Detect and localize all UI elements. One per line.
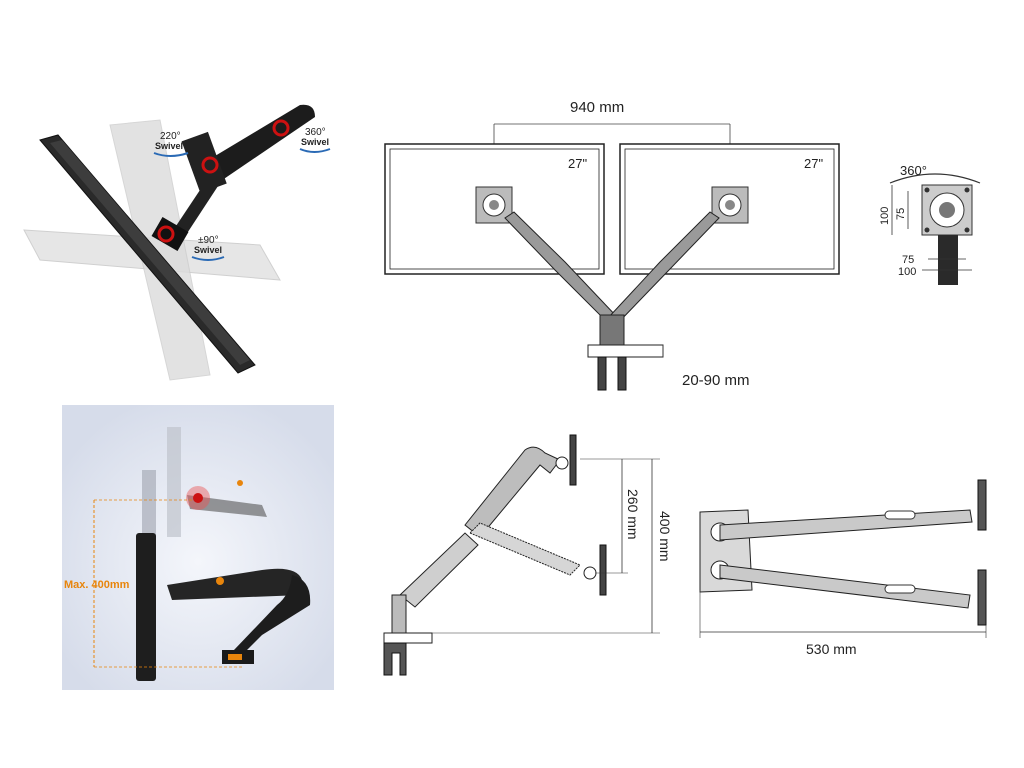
rotate-arrow-icon bbox=[191, 256, 225, 261]
swivel-diagram: 220° Swivel 360° Swivel ±90° Swivel bbox=[23, 104, 331, 381]
top-arm-upper bbox=[719, 509, 973, 541]
vesa-arm-stub bbox=[938, 235, 958, 285]
dim-100-vertical: 100 bbox=[879, 207, 891, 225]
monitor-side bbox=[136, 533, 156, 681]
monitor-screen bbox=[50, 140, 250, 365]
clamp-range-label: 20-90 mm bbox=[682, 372, 750, 389]
dim-75-horizontal: 75 bbox=[902, 254, 914, 266]
swivel-220-label: 220° bbox=[160, 131, 181, 142]
rotate-arrow-icon bbox=[153, 152, 189, 157]
clamp-left bbox=[597, 356, 607, 391]
arm-logo-dot bbox=[216, 577, 224, 585]
photo-background bbox=[62, 405, 334, 690]
monitor-left-inner bbox=[389, 148, 600, 270]
top-arm-lower bbox=[719, 564, 971, 609]
pivot-highlight-icon bbox=[193, 493, 203, 503]
top-view-diagram: 530 mm bbox=[699, 479, 987, 657]
ghost-monitor-top bbox=[167, 427, 181, 537]
height-adjust-photo: Max. 400mm bbox=[62, 405, 334, 690]
gas-spring-arm bbox=[167, 568, 302, 600]
monitor-left-size: 27" bbox=[568, 156, 587, 171]
vesa-head-top bbox=[977, 479, 987, 531]
desk-surface bbox=[587, 344, 664, 358]
dim-100-horizontal: 100 bbox=[898, 266, 916, 278]
arm-lower-position bbox=[469, 522, 581, 576]
joint-upper bbox=[555, 456, 569, 470]
arm-logo-dot bbox=[237, 480, 243, 486]
upper-ghost-arm bbox=[187, 495, 267, 517]
clamp-accent bbox=[228, 654, 242, 660]
vesa-rotation-label: 360° bbox=[900, 163, 927, 178]
vesa-plate-icon bbox=[711, 186, 749, 224]
swivel-360-sub: Swivel bbox=[301, 137, 329, 147]
clamp-right bbox=[617, 356, 627, 391]
dual-front-diagram: 940 mm 27" 27" 20-90 mm bbox=[384, 99, 840, 391]
monitor-bracket bbox=[151, 216, 189, 252]
dim-75-vertical: 75 bbox=[895, 208, 907, 220]
vesa-plate-icon bbox=[475, 186, 513, 224]
rotate-arrow-icon bbox=[299, 148, 331, 153]
swivel-90-label: ±90° bbox=[198, 235, 219, 246]
swivel-90-sub: Swivel bbox=[194, 245, 222, 255]
dim-260-label: 260 mm bbox=[625, 489, 641, 540]
arm-segment-lower bbox=[170, 175, 220, 241]
swivel-220-sub: Swivel bbox=[155, 141, 183, 151]
arm-slot bbox=[884, 584, 916, 594]
pivot-marker-icon bbox=[201, 156, 219, 174]
dim-530-label: 530 mm bbox=[806, 641, 857, 657]
monitor-right-inner bbox=[624, 148, 835, 270]
clamp bbox=[383, 642, 407, 676]
width-dimension-label: 940 mm bbox=[570, 99, 624, 116]
swivel-360-label: 360° bbox=[305, 127, 326, 138]
center-post bbox=[599, 314, 625, 346]
vesa-plate-icon bbox=[921, 184, 973, 236]
arm-riser bbox=[234, 575, 311, 655]
arm-base-segment bbox=[399, 532, 479, 608]
post bbox=[391, 594, 407, 634]
vesa-detail-diagram: 360° 100 75 75 100 bbox=[879, 163, 981, 285]
desk-edge bbox=[383, 632, 433, 644]
side-view-diagram: 400 mm 260 mm bbox=[383, 434, 670, 676]
vesa-head-lower bbox=[599, 544, 607, 596]
pivot-marker-icon bbox=[272, 119, 290, 137]
rotate-arrow-icon bbox=[889, 173, 981, 184]
vesa-head-bottom bbox=[977, 569, 987, 626]
ghost-monitor-vertical bbox=[109, 119, 211, 381]
max-height-label: Max. 400mm bbox=[64, 579, 130, 591]
vesa-head-upper bbox=[569, 434, 577, 486]
pivot-marker-icon bbox=[157, 225, 175, 243]
monitor-right-size: 27" bbox=[804, 156, 823, 171]
arm-slot bbox=[884, 510, 916, 520]
arm-upper-position bbox=[464, 446, 561, 538]
joint-lower bbox=[583, 566, 597, 580]
dim-400-label: 400 mm bbox=[657, 511, 670, 562]
